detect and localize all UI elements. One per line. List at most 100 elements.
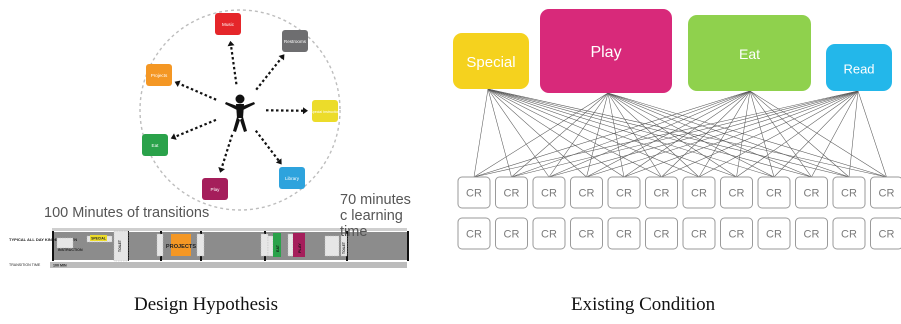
link-2-10	[749, 90, 850, 178]
classroom-1-12: CR	[870, 176, 901, 209]
eat-tag: EAT	[276, 244, 280, 252]
classroom-box	[795, 217, 828, 250]
special-tag: SPECIAL	[91, 237, 106, 241]
classroom-label: CR	[616, 188, 632, 200]
toilet-tag: TOILET	[118, 239, 122, 252]
hub-node-box-special-instruction	[312, 100, 338, 122]
hub-node-box-eat	[142, 134, 168, 156]
link-3-9	[811, 90, 859, 178]
classroom-box	[570, 217, 603, 250]
link-1-10	[607, 92, 850, 178]
transition-block-6	[267, 235, 274, 257]
classroom-1-11: CR	[832, 176, 866, 209]
classroom-box	[720, 176, 753, 209]
link-1-9	[607, 92, 812, 178]
link-1-0	[473, 92, 609, 178]
play-tag: PLAY	[298, 243, 302, 253]
classroom-label: CR	[654, 188, 670, 200]
classroom-box	[757, 217, 791, 250]
link-2-3	[586, 90, 751, 178]
link-1-7	[607, 92, 737, 178]
schedule-row-label: TYPICAL ALL DAY KINDERGARTEN	[9, 237, 77, 242]
arrowhead-eat	[170, 133, 177, 140]
classroom-1-2: CR	[495, 176, 528, 209]
classroom-box	[457, 217, 491, 250]
activity-box-special: Special	[453, 33, 529, 89]
transition-block-2	[113, 230, 129, 262]
classroom-2-11: CR	[832, 217, 866, 250]
link-1-8	[607, 92, 775, 178]
transition-block-9	[340, 233, 348, 257]
hub-node-label-music: Music	[222, 22, 235, 27]
transition-block-0	[56, 237, 74, 249]
transition-block-3	[156, 233, 164, 257]
link-1-3	[586, 92, 609, 178]
arrowhead-restrooms	[278, 54, 285, 61]
arrow-library	[254, 129, 280, 162]
link-3-6	[698, 90, 859, 178]
classroom-label: CR	[729, 188, 745, 200]
classroom-box	[495, 176, 528, 209]
arrowhead-library	[275, 158, 282, 165]
activity-rect-eat	[688, 15, 811, 91]
classroom-1-9: CR	[757, 176, 791, 209]
activity-label-special: Special	[466, 54, 515, 71]
link-1-6	[607, 92, 700, 178]
link-3-1	[511, 90, 859, 178]
arrowhead-music	[227, 40, 235, 47]
link-0-2	[487, 88, 550, 178]
classroom-label: CR	[841, 229, 857, 241]
hub-node-label-projects: Projects	[151, 73, 168, 78]
arrowhead-play	[218, 166, 225, 173]
hub-node-eat: Eat	[142, 134, 168, 156]
classroom-box	[757, 176, 791, 209]
link-0-5	[487, 88, 662, 178]
link-0-7	[487, 88, 737, 178]
activity-box-read: Read	[826, 44, 892, 91]
hub-node-special-instruction: Special Instruction	[310, 100, 340, 122]
link-2-8	[749, 90, 775, 178]
classroom-label: CR	[579, 229, 595, 241]
classroom-label: CR	[504, 229, 520, 241]
timeline-divider-0	[52, 231, 54, 261]
hub-node-box-music	[215, 13, 241, 35]
link-3-0	[473, 90, 859, 178]
instruction-tag: INSTRUCTION	[58, 248, 83, 252]
activity-label-play: Play	[590, 44, 621, 61]
classroom-box	[645, 217, 678, 250]
hub-node-box-play	[202, 178, 228, 200]
hub-node-box-library	[279, 167, 305, 189]
learning-time-text: 70 minutes c learning time	[340, 192, 411, 240]
link-2-9	[749, 90, 812, 178]
transition-time-bar	[50, 262, 407, 268]
arrow-projects	[178, 82, 217, 101]
activity-box-play: Play	[540, 9, 672, 93]
link-3-2	[548, 90, 859, 178]
classroom-label: CR	[466, 229, 482, 241]
transition-time-value: 100 MIN	[53, 264, 67, 268]
classroom-label: CR	[879, 229, 895, 241]
link-2-0	[473, 90, 751, 178]
classroom-2-3: CR	[532, 217, 566, 250]
classroom-box	[720, 217, 753, 250]
hub-node-label-restrooms: Restrooms	[284, 39, 307, 44]
child-figure-icon	[225, 94, 255, 132]
link-3-7	[736, 90, 859, 178]
hub-node-box-restrooms	[282, 30, 308, 52]
activity-label-eat: Eat	[739, 46, 760, 62]
toilet-tag-2: TOILET	[342, 241, 346, 254]
transition-block-5	[260, 233, 269, 257]
hub-node-play: Play	[202, 178, 228, 200]
link-3-11	[857, 90, 887, 178]
hub-arrows	[170, 40, 309, 173]
play-block	[293, 233, 305, 257]
arrow-eat	[174, 118, 217, 138]
arrow-music	[229, 45, 238, 85]
classroom-1-5: CR	[607, 176, 641, 209]
schedule-top-rule	[52, 228, 407, 231]
